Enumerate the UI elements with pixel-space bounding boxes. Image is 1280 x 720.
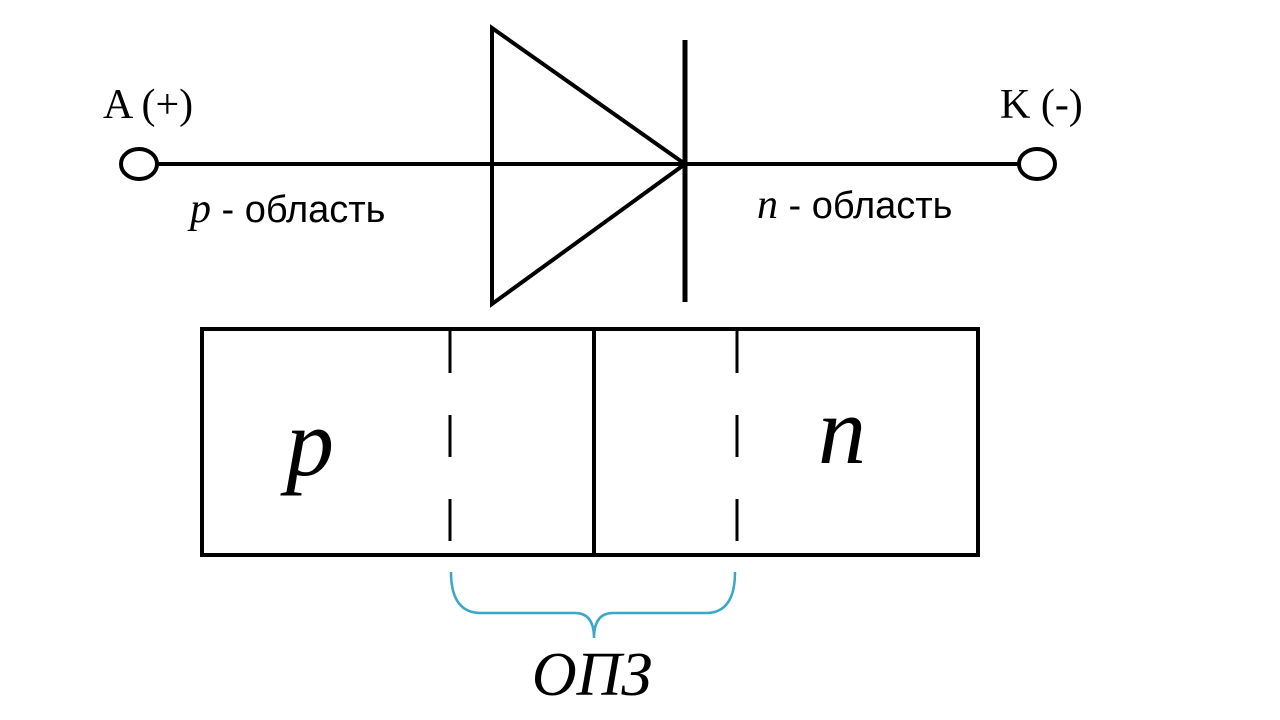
cathode-terminal (1017, 147, 1057, 181)
anode-terminal (119, 147, 159, 181)
n-region-label: n - область (757, 182, 952, 228)
depletion-brace (449, 571, 737, 639)
n-region-suffix: - область (778, 185, 952, 227)
n-region-letter: n (757, 182, 778, 228)
p-region-label: p - область (187, 186, 385, 232)
depletion-region-label: ОПЗ (532, 641, 652, 709)
n-region-symbol: n (818, 377, 866, 484)
anode-label: A (+) (103, 82, 193, 128)
p-region-suffix: - область (211, 189, 385, 231)
cathode-label: K (-) (1000, 82, 1083, 128)
p-region-symbol: p (280, 389, 334, 496)
pn-structure-box (200, 327, 980, 557)
p-region-letter: p (187, 186, 211, 232)
